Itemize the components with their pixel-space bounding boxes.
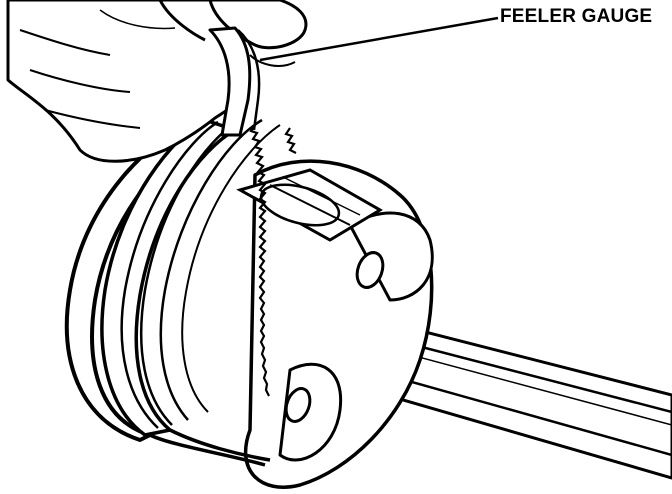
piston-top-opening (236, 168, 383, 242)
hand (6, 0, 308, 163)
feeler-gauge-blade (208, 26, 261, 137)
callout-leader-line (259, 16, 499, 62)
piston-pin-holes (284, 251, 385, 423)
piston-ring-grooves (100, 118, 281, 437)
piston-skirt-front (149, 428, 271, 467)
oil-ring-expander (249, 124, 297, 397)
feeler-gauge-label: FEELER GAUGE (500, 6, 653, 27)
